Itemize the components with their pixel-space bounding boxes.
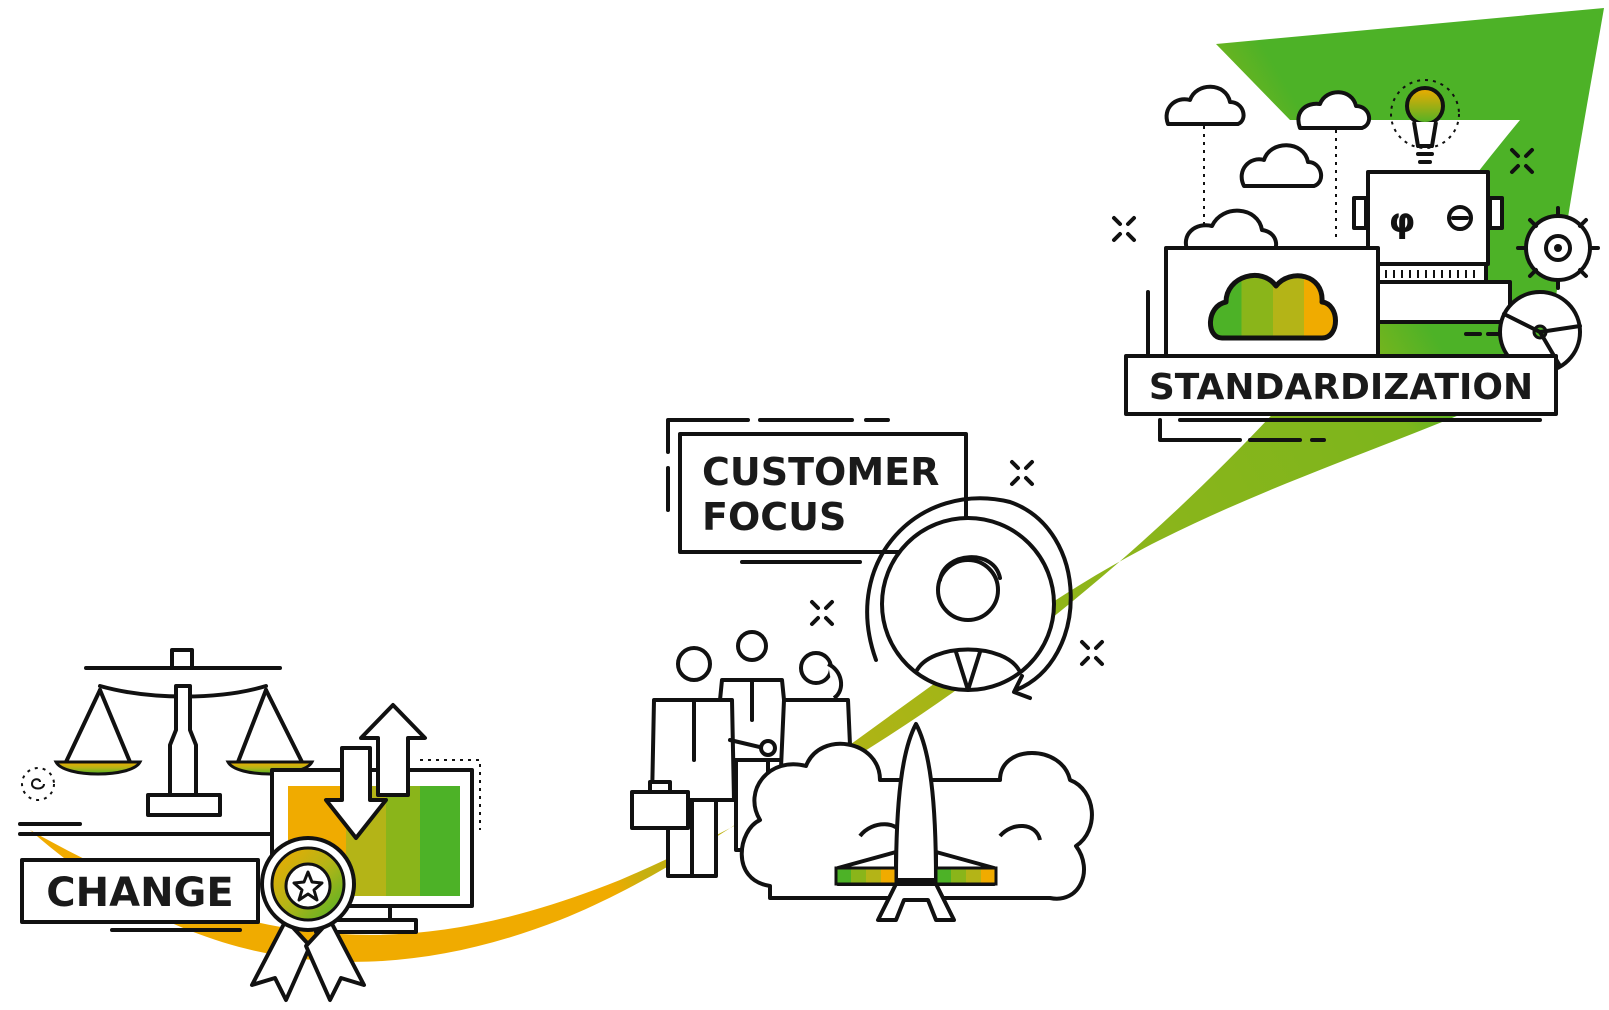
standardization-label-text: STANDARDIZATION [1149, 367, 1533, 408]
customer-avatar-icon [865, 496, 1073, 700]
cloud-icon [1164, 84, 1246, 126]
robot-icon: φ [1352, 170, 1512, 324]
rotation-arrow-icon [865, 496, 1073, 692]
change-stage: CHANGE [18, 648, 481, 1002]
balance-scale-icon [53, 648, 315, 817]
gear-icon [1498, 290, 1582, 374]
spiral-doodle [21, 767, 55, 801]
sparkle-icon [810, 460, 1104, 666]
cloud-icon [1184, 208, 1279, 256]
change-label-text: CHANGE [46, 870, 233, 916]
standardization-stage: φ [1112, 79, 1600, 442]
customer-focus-label-line1: CUSTOMER [702, 450, 939, 494]
rocket-icon [834, 722, 998, 922]
lightbulb-icon [1390, 79, 1460, 164]
svg-text:φ: φ [1389, 201, 1416, 241]
standardization-label: STANDARDIZATION [1124, 354, 1558, 416]
cloud-icon [1296, 90, 1372, 130]
customer-focus-label-line2: FOCUS [702, 495, 846, 539]
briefcase-icon [630, 780, 690, 830]
gear-icon [1516, 206, 1600, 290]
sparkle-icon [1112, 148, 1534, 242]
arrow-down-icon [324, 746, 388, 840]
cloud-icon [1239, 143, 1324, 188]
award-ribbon-icon [250, 836, 366, 1002]
arrow-up-icon [359, 703, 427, 797]
change-label: CHANGE [20, 858, 260, 924]
star-icon [292, 870, 324, 902]
customer-focus-stage: CUSTOMER FOCUS [630, 418, 1104, 922]
